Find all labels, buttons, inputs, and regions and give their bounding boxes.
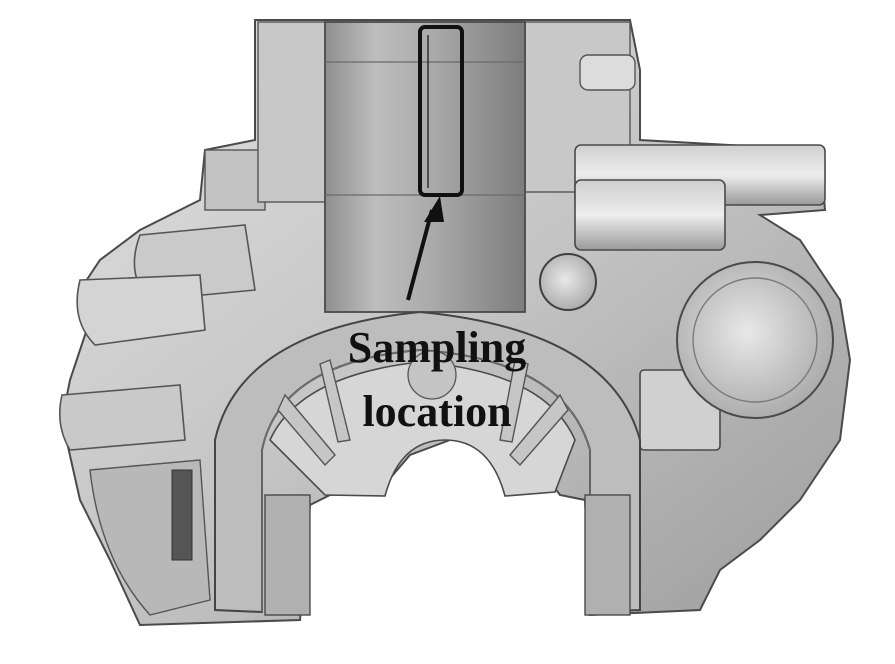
left-leg bbox=[264, 494, 311, 616]
left-boss-middle bbox=[76, 274, 206, 346]
annotation-line2: location bbox=[362, 387, 511, 436]
top-left-block bbox=[257, 21, 329, 203]
small-boss bbox=[539, 253, 597, 311]
left-upper-block bbox=[204, 149, 266, 211]
central-cylinder bbox=[324, 21, 526, 313]
top-right-tab bbox=[579, 54, 636, 91]
central-web bbox=[269, 361, 576, 497]
sampling-box bbox=[418, 25, 464, 197]
web-hole bbox=[407, 350, 457, 400]
annotation-line1: Sampling bbox=[348, 323, 527, 372]
ribs bbox=[277, 359, 569, 467]
pointer-arrowhead bbox=[424, 196, 444, 222]
casting-body bbox=[59, 19, 852, 627]
left-leg-slot bbox=[171, 469, 193, 561]
sampling-marker bbox=[406, 25, 464, 301]
pointer-arrow-shaft bbox=[406, 209, 434, 301]
right-bore bbox=[676, 261, 834, 419]
right-leg bbox=[584, 494, 631, 616]
right-bore-rim bbox=[692, 277, 818, 403]
right-tube-lower bbox=[574, 179, 726, 251]
left-boss-lower bbox=[59, 384, 186, 451]
